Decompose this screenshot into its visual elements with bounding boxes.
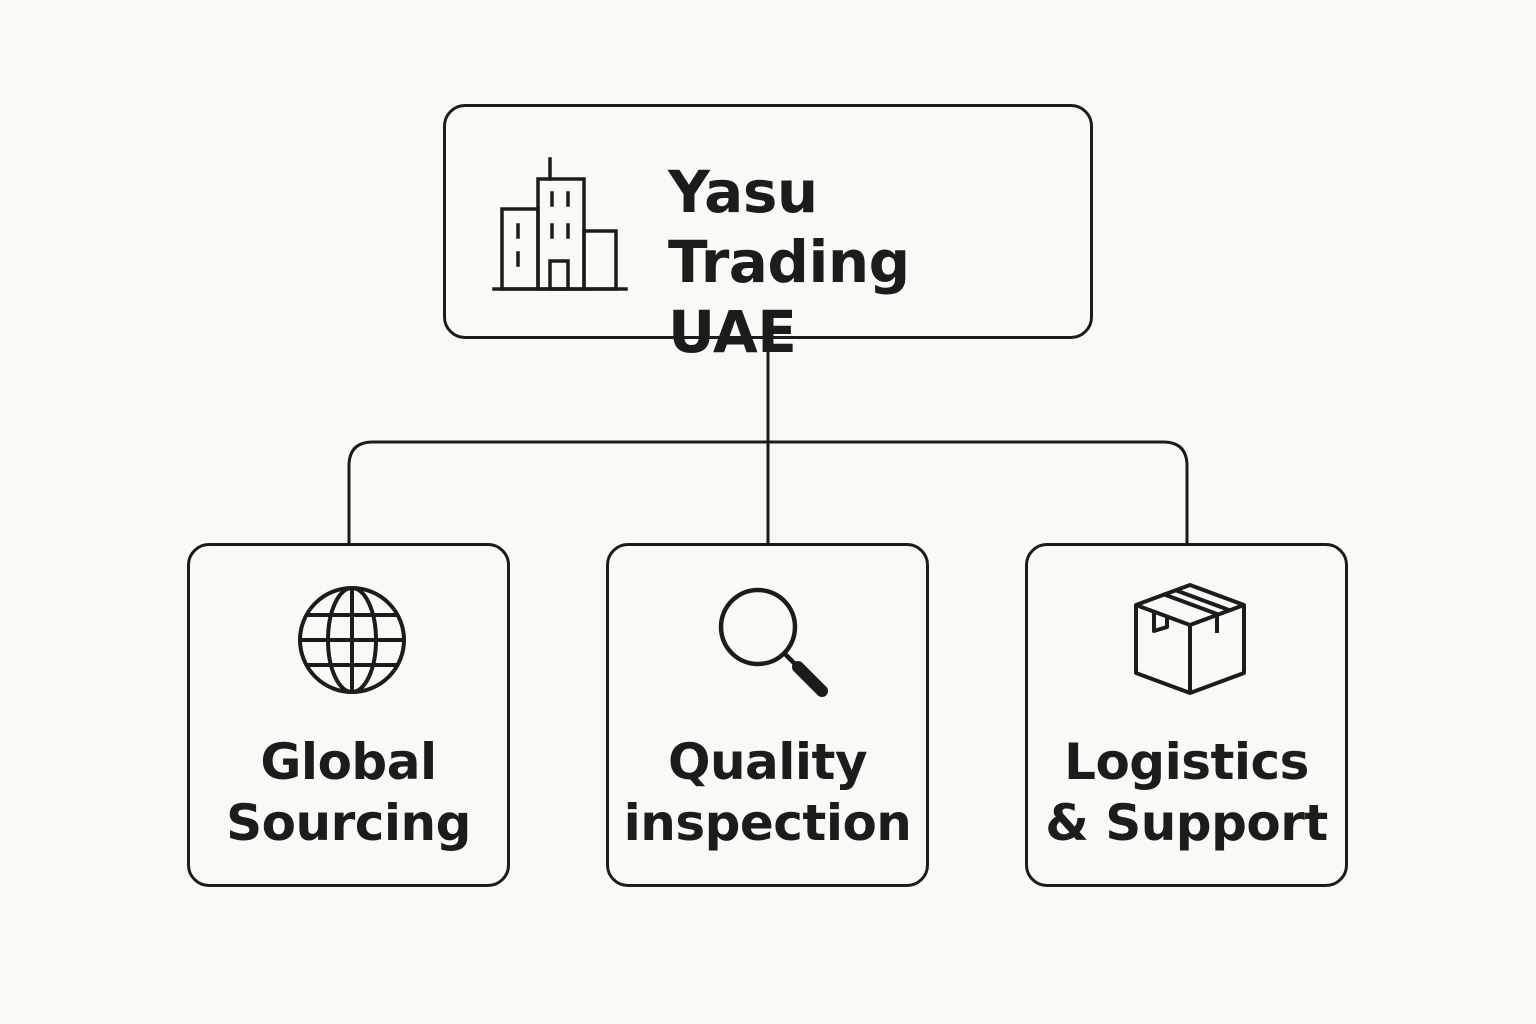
service-label-line-2: & Support — [1045, 794, 1328, 852]
root-node: Yasu Trading UAE — [443, 104, 1093, 366]
service-label-line-1: Quality — [667, 733, 868, 791]
service-label-line-2: inspection — [623, 794, 912, 852]
service-label-line-1: Logistics — [1064, 733, 1309, 791]
branch-connector — [347, 440, 1189, 543]
globe-icon — [298, 586, 406, 694]
service-label: Global Sourcing — [190, 732, 507, 854]
company-name-line-1: Yasu Trading — [668, 158, 910, 296]
office-building-icon — [492, 157, 628, 291]
company-name-line-2: UAE — [668, 298, 797, 366]
service-label-line-1: Global — [260, 733, 437, 791]
service-label: Logistics & Support — [1028, 732, 1345, 854]
service-node-logistics-support: Logistics & Support — [1025, 543, 1348, 887]
service-label-line-2: Sourcing — [226, 794, 471, 852]
service-node-global-sourcing: Global Sourcing — [187, 543, 510, 887]
magnifying-glass-icon — [718, 587, 828, 697]
company-name: Yasu Trading UAE — [668, 157, 1078, 367]
service-label: Quality inspection — [609, 732, 926, 854]
service-node-quality-inspection: Quality inspection — [606, 543, 929, 887]
package-box-icon — [1134, 583, 1246, 695]
